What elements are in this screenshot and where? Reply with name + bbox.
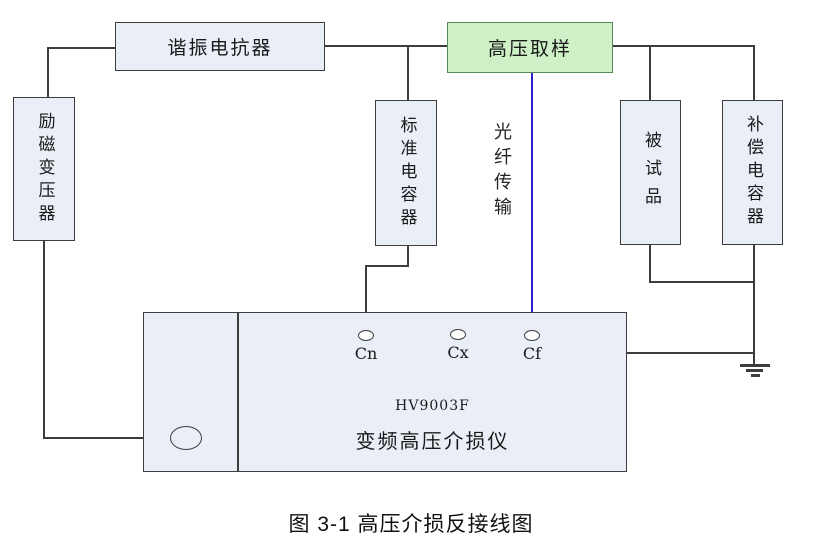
terminal-cx (450, 329, 466, 340)
excitation-transformer-label: 励磁变压器 (34, 111, 55, 227)
excitation-transformer-box: 励磁变压器 (13, 97, 75, 241)
terminal-cf-label: Cf (522, 344, 542, 363)
wire-test-object-drop (649, 45, 651, 100)
instrument-divider (237, 313, 239, 471)
test-object-label: 被试品 (641, 130, 661, 215)
wire-standard-capacitor-down (407, 245, 409, 267)
wire-sampling-right (612, 45, 755, 47)
instrument-name-label: 变频高压介损仪 (355, 429, 510, 453)
wire-excitation-top-horizontal (47, 47, 116, 49)
instrument-box (143, 312, 627, 472)
wire-test-object-down (649, 244, 651, 283)
wire-excitation-top-vertical (47, 47, 49, 98)
test-object-box: 被试品 (620, 100, 681, 245)
hv-sampling-box: 高压取样 (447, 22, 613, 73)
wire-to-cn-terminal (365, 265, 367, 331)
wire-standard-capacitor-drop (407, 45, 409, 100)
wire-excitation-bottom-horizontal (43, 437, 172, 439)
wire-test-object-right (649, 281, 755, 283)
terminal-output-ellipse (170, 426, 202, 450)
instrument-model-label: HV9003F (395, 398, 470, 414)
wire-compensation-down-to-ground (753, 244, 755, 365)
wire-compensation-drop (753, 45, 755, 100)
wire-standard-capacitor-left (365, 265, 409, 267)
figure-caption: 图 3-1 高压介损反接线图 (288, 513, 534, 536)
wire-reactor-to-sampling (325, 45, 448, 47)
resonant-reactor-label: 谐振电抗器 (167, 37, 273, 59)
compensation-capacitor-label: 补偿电容器 (743, 115, 763, 230)
wire-excitation-bottom-vertical (43, 240, 45, 438)
fiber-optic-line (531, 72, 533, 331)
compensation-capacitor-box: 补偿电容器 (722, 100, 783, 245)
fiber-transmission-label: 光纤传输 (491, 122, 512, 222)
terminal-cf (524, 330, 540, 341)
terminal-cn (358, 330, 374, 341)
hv-sampling-label: 高压取样 (487, 38, 572, 60)
resonant-reactor-box: 谐振电抗器 (115, 22, 325, 71)
wire-instrument-to-ground (626, 352, 755, 354)
terminal-cx-label: Cx (447, 343, 469, 362)
standard-capacitor-label: 标准电容器 (396, 115, 417, 231)
standard-capacitor-box: 标准电容器 (375, 100, 437, 246)
terminal-cn-label: Cn (354, 344, 378, 363)
